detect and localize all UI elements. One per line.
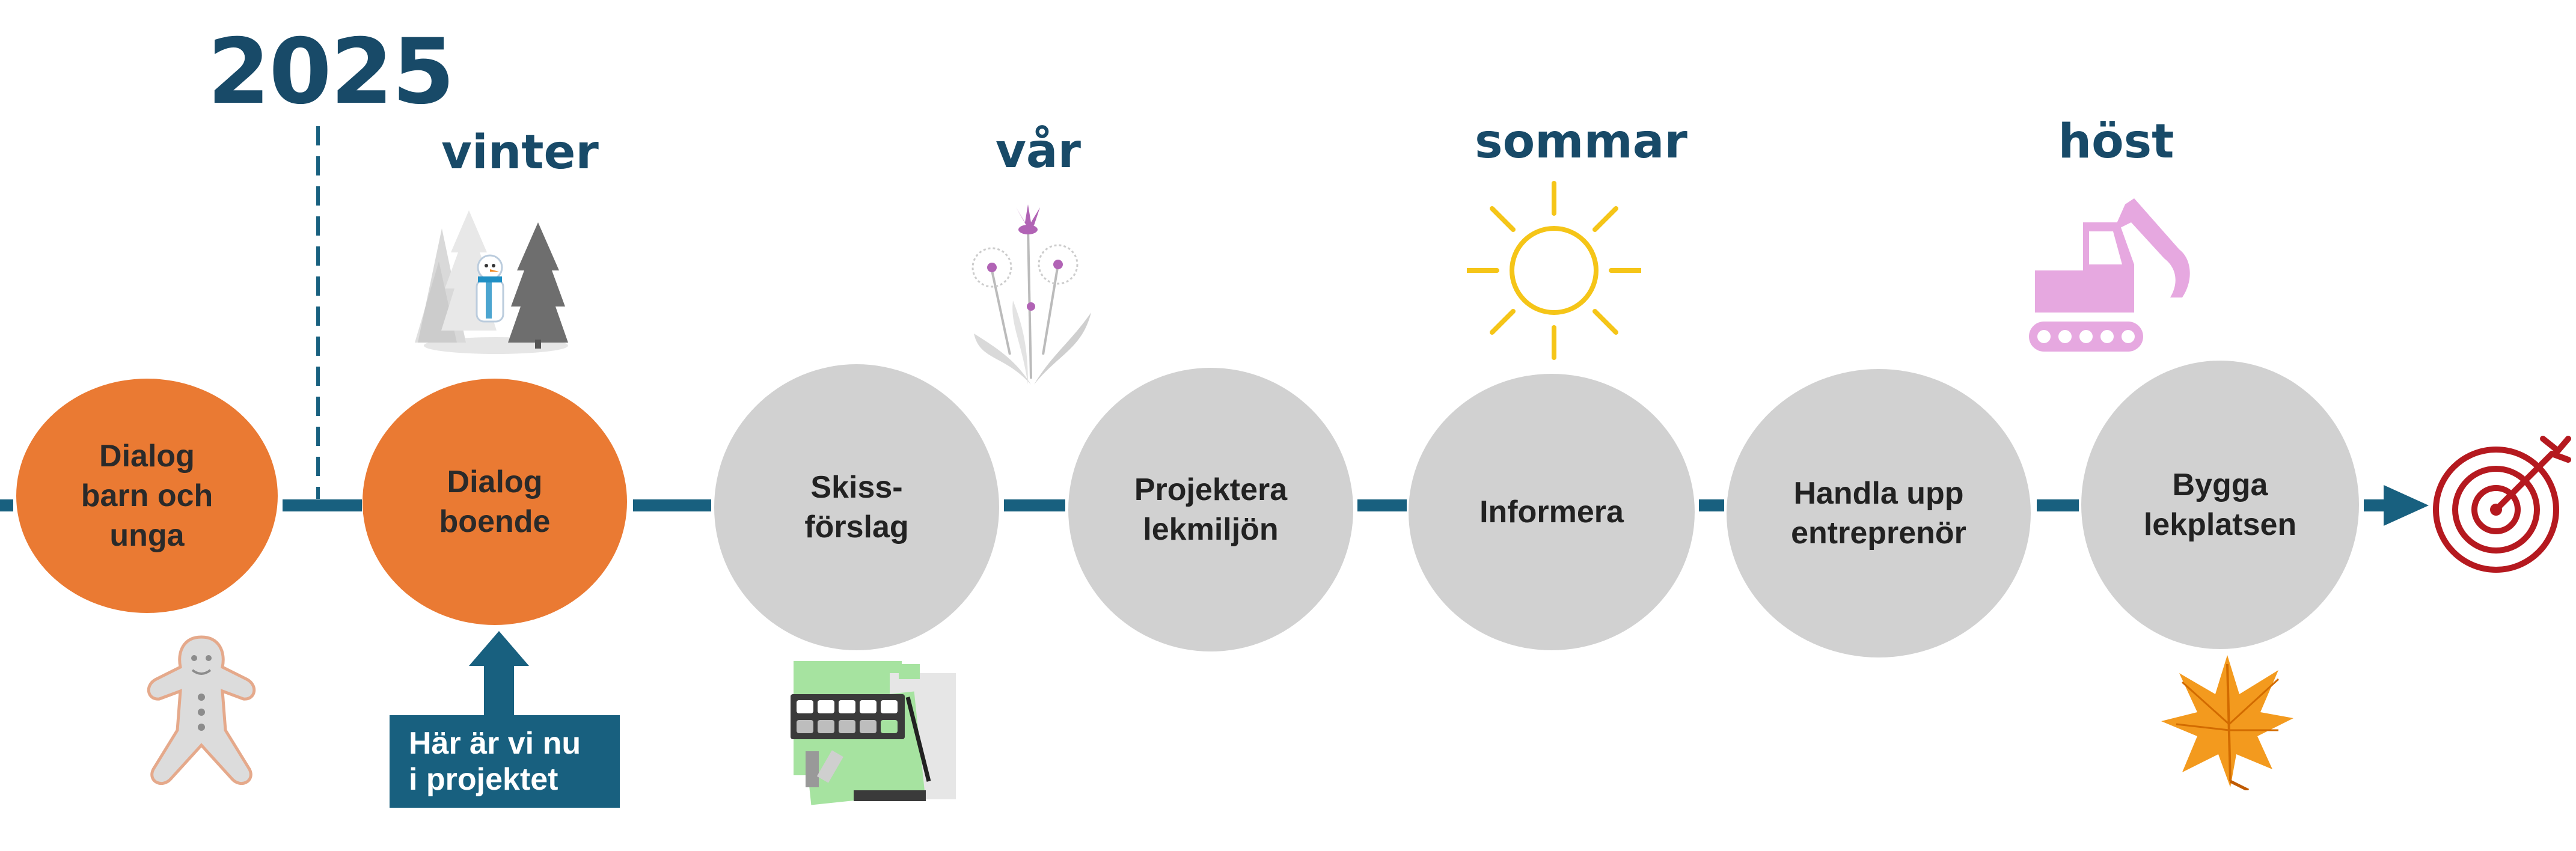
timeline-segment bbox=[1357, 499, 1407, 511]
timeline-segment bbox=[2364, 499, 2388, 511]
season-summer: sommar bbox=[1475, 115, 1687, 169]
target-icon bbox=[2433, 436, 2571, 573]
step-label: Informera bbox=[1479, 494, 1624, 529]
winter-forest-snowman-icon bbox=[415, 210, 568, 354]
step-procure-contractor: Handla upp entreprenör bbox=[1727, 369, 2031, 657]
timeline-end-arrow bbox=[2384, 485, 2429, 526]
timeline-segment bbox=[633, 499, 711, 511]
step-build-playground: Bygga lekplatsen bbox=[2081, 361, 2359, 649]
step-inform: Informera bbox=[1409, 374, 1695, 650]
autumn-leaf-icon bbox=[2161, 655, 2293, 790]
step-design-play-area: Projektera lekmiljön bbox=[1068, 368, 1353, 651]
timeline-segment bbox=[283, 499, 362, 511]
excavator-icon bbox=[2029, 198, 2190, 352]
timeline-segment bbox=[1699, 499, 1724, 511]
step-label: Handla upp entreprenör bbox=[1791, 475, 1966, 551]
dandelion-icon bbox=[971, 204, 1091, 385]
season-autumn: höst bbox=[2058, 115, 2174, 169]
gingerbread-icon bbox=[147, 635, 256, 785]
step-label: Dialog boende bbox=[439, 464, 551, 539]
here-arrow-shaft bbox=[484, 664, 514, 718]
current-position-marker: Här är vi nu i projektet bbox=[390, 715, 620, 808]
step-dialog-children: Dialog barn och unga bbox=[16, 379, 278, 613]
step-label: Projektera lekmiljön bbox=[1134, 472, 1288, 547]
season-winter: vinter bbox=[441, 126, 599, 180]
step-label: Bygga lekplatsen bbox=[2143, 467, 2297, 542]
art-supplies-icon bbox=[791, 661, 956, 805]
step-label: Dialog barn och unga bbox=[81, 438, 213, 554]
step-dialog-residents: Dialog boende bbox=[363, 379, 627, 625]
sun-icon bbox=[1467, 181, 1641, 360]
timeline-segment bbox=[2037, 499, 2079, 511]
season-spring: vår bbox=[996, 124, 1081, 178]
timeline-segment bbox=[0, 499, 13, 511]
here-arrow-head bbox=[469, 631, 529, 666]
year-label: 2025 bbox=[207, 20, 454, 124]
timeline-segment bbox=[1004, 499, 1065, 511]
step-sketch-proposal: Skiss- förslag bbox=[714, 364, 999, 650]
step-label: Skiss- förslag bbox=[804, 469, 909, 544]
current-position-label: Här är vi nu i projektet bbox=[409, 726, 581, 797]
